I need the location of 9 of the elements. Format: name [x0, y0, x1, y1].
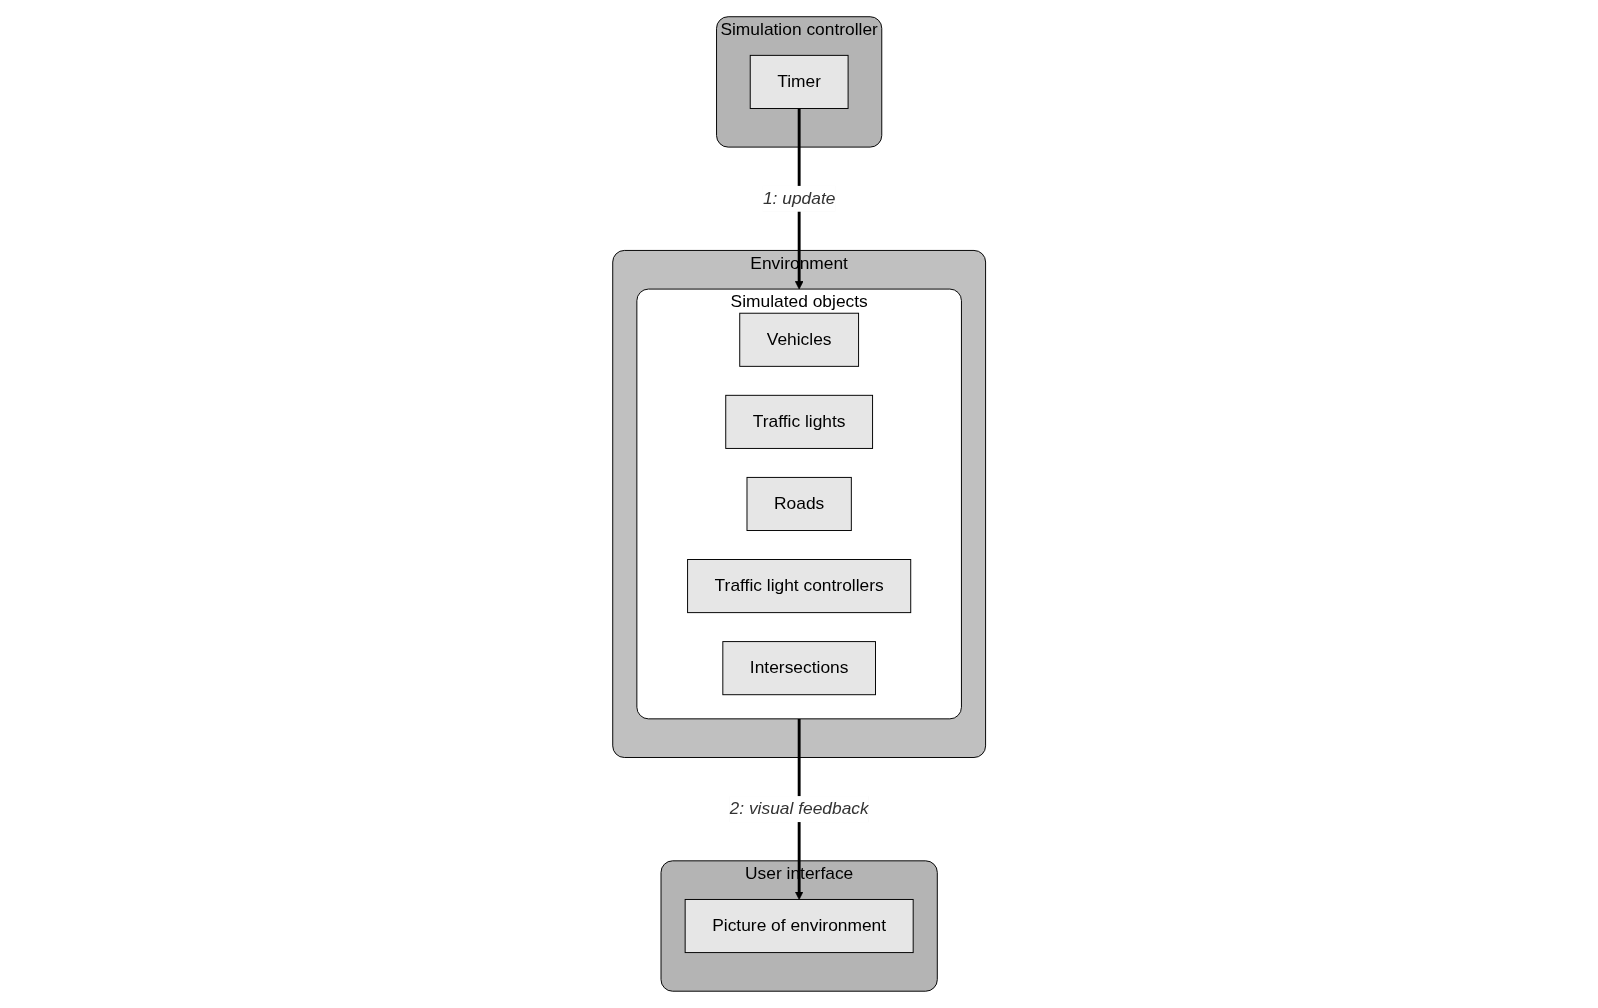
node-box: Vehicles [739, 312, 859, 367]
node-box: Picture of environment [684, 899, 914, 954]
node-box: Intersections [722, 641, 876, 696]
node-box: Timer [749, 54, 849, 109]
node-box: Traffic light controllers [686, 559, 912, 614]
edge-label: 2: visual feedback [729, 799, 869, 819]
node-box: Traffic lights [725, 394, 873, 449]
edge-label: 1: update [762, 188, 836, 208]
node-box: Roads [746, 476, 852, 532]
